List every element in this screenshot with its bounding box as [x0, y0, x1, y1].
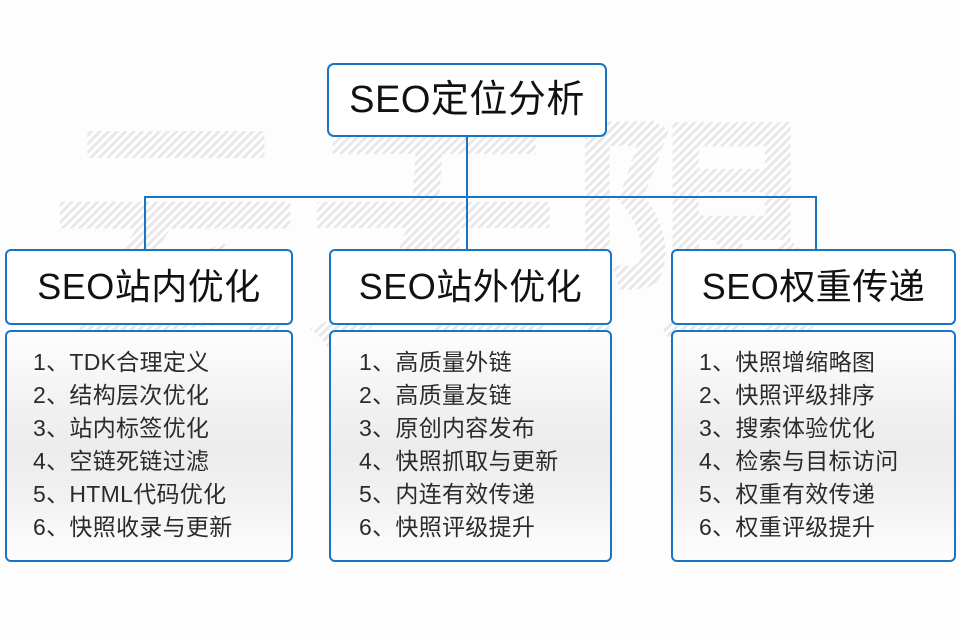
list-item: 3、搜索体验优化	[699, 415, 876, 441]
branch-item-list-0: 1、TDK合理定义 2、结构层次优化 3、站内标签优化 4、空链死链过滤 5、H…	[7, 346, 291, 544]
branch-column-seo-weight: SEO权重传递 1、快照增缩略图 2、快照评级排序 3、搜索体验优化 4、检索与…	[671, 249, 956, 562]
branch-column-seo-offsite: SEO站外优化 1、高质量外链 2、高质量友链 3、原创内容发布 4、快照抓取与…	[329, 249, 612, 562]
list-item: 3、原创内容发布	[359, 415, 536, 441]
page-title: SEO定位分析	[349, 79, 585, 121]
list-item: 4、检索与目标访问	[699, 448, 899, 474]
branch-heading-box-1: SEO站外优化	[329, 249, 612, 325]
branch-item-list-2: 1、快照增缩略图 2、快照评级排序 3、搜索体验优化 4、检索与目标访问 5、权…	[673, 346, 954, 544]
list-item: 5、权重有效传递	[699, 481, 876, 507]
list-item: 6、快照收录与更新	[33, 514, 233, 540]
list-item: 4、空链死链过滤	[33, 448, 210, 474]
list-item: 1、快照增缩略图	[699, 349, 876, 375]
list-item: 5、内连有效传递	[359, 481, 536, 507]
diagram-title-box: SEO定位分析	[327, 63, 607, 137]
branch-body-0: 1、TDK合理定义 2、结构层次优化 3、站内标签优化 4、空链死链过滤 5、H…	[5, 330, 293, 562]
branch-heading-box-2: SEO权重传递	[671, 249, 956, 325]
list-item: 2、结构层次优化	[33, 382, 210, 408]
connector-down-col-1	[466, 196, 468, 251]
branch-column-seo-onsite: SEO站内优化 1、TDK合理定义 2、结构层次优化 3、站内标签优化 4、空链…	[5, 249, 293, 562]
list-item: 2、高质量友链	[359, 382, 512, 408]
list-item: 6、权重评级提升	[699, 514, 876, 540]
branch-heading-0: SEO站内优化	[37, 266, 261, 307]
list-item: 6、快照评级提升	[359, 514, 536, 540]
list-item: 1、TDK合理定义	[33, 349, 210, 375]
list-item: 3、站内标签优化	[33, 415, 210, 441]
connector-down-col-0	[144, 196, 146, 251]
list-item: 1、高质量外链	[359, 349, 512, 375]
branch-heading-2: SEO权重传递	[701, 266, 926, 307]
list-item: 5、HTML代码优化	[33, 481, 227, 507]
branch-heading-box-0: SEO站内优化	[5, 249, 293, 325]
connector-title-down	[466, 137, 468, 197]
connector-horizontal-bus	[144, 196, 817, 198]
branch-heading-1: SEO站外优化	[358, 266, 583, 307]
connector-down-col-2	[815, 196, 817, 251]
branch-body-1: 1、高质量外链 2、高质量友链 3、原创内容发布 4、快照抓取与更新 5、内连有…	[329, 330, 612, 562]
branch-body-2: 1、快照增缩略图 2、快照评级排序 3、搜索体验优化 4、检索与目标访问 5、权…	[671, 330, 956, 562]
branch-item-list-1: 1、高质量外链 2、高质量友链 3、原创内容发布 4、快照抓取与更新 5、内连有…	[331, 346, 610, 544]
list-item: 4、快照抓取与更新	[359, 448, 559, 474]
list-item: 2、快照评级排序	[699, 382, 876, 408]
